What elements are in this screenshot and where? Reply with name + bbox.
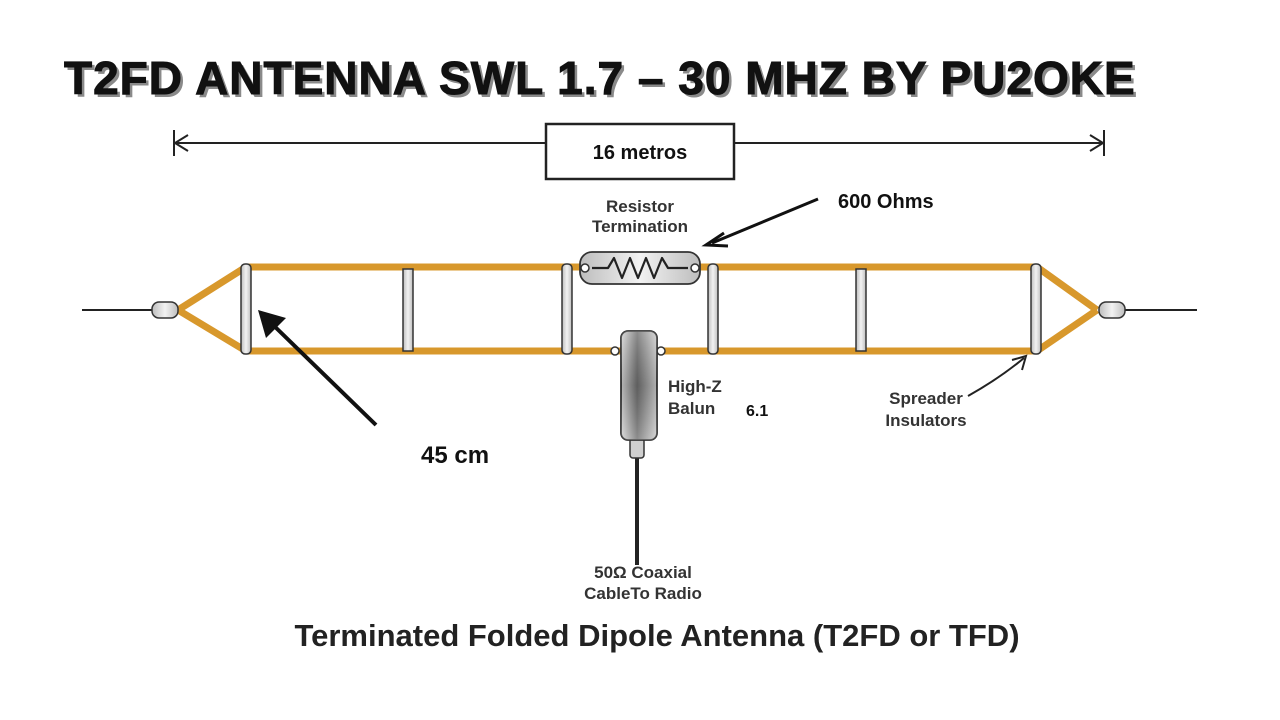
resistor-icon — [579, 251, 701, 285]
length-label: 16 metros — [593, 142, 688, 164]
spreader-label-line1: Spreader — [889, 389, 963, 408]
arrowhead-icon — [701, 231, 729, 248]
spreader-1 — [240, 263, 252, 355]
spacing-label: 45 cm — [421, 442, 489, 469]
resistor-label-line2: Termination — [592, 217, 688, 236]
coax-label-line1: 50Ω Coaxial — [594, 563, 692, 582]
end-insulator-left — [151, 301, 179, 319]
spreader-4 — [707, 263, 719, 355]
spreader-insulators — [240, 263, 1042, 355]
ohms-label: 600 Ohms — [838, 191, 934, 213]
spreader-2 — [402, 268, 414, 352]
resistor-label-line1: Resistor — [606, 197, 674, 216]
spreader-5 — [855, 268, 867, 352]
ohms-arrow — [701, 197, 819, 248]
balun-icon — [610, 330, 666, 565]
page-title: T2FD ANTENNA SWL 1.7 – 30 MHZ BY PU2OKE … — [64, 52, 1139, 108]
length-box — [544, 122, 736, 181]
spreader-label-line2: Insulators — [885, 411, 966, 430]
footer-caption: Terminated Folded Dipole Antenna (T2FD o… — [294, 618, 1019, 653]
arrowhead-icon — [1011, 354, 1028, 371]
spacing-arrow — [258, 310, 378, 427]
balun-ratio: 6.1 — [746, 403, 768, 420]
spreader-3 — [561, 263, 573, 355]
arrowhead-icon — [258, 310, 286, 338]
end-insulator-right — [1098, 301, 1126, 319]
spreader-6 — [1030, 263, 1042, 355]
coax-label-line2: CableTo Radio — [584, 584, 702, 603]
left-arrowhead-icon — [173, 134, 189, 152]
spreader-arrow — [967, 354, 1028, 397]
svg-text:T2FD ANTENNA SWL 1.7 – 30 M: T2FD ANTENNA SWL 1.7 – 30 MHZ BY PU2OKE — [64, 52, 1136, 104]
balun-label-line2: Balun — [668, 399, 715, 418]
svg-text:T2FD ANTENNA SWL 1.7 – 30 M: T2FD ANTENNA SWL 1.7 – 30 MHZ BY PU2OKE — [67, 55, 1139, 107]
balun-label-line1: High-Z — [668, 377, 722, 396]
right-arrowhead-icon — [1089, 134, 1105, 152]
length-dimension: 16 metros — [173, 122, 1105, 181]
